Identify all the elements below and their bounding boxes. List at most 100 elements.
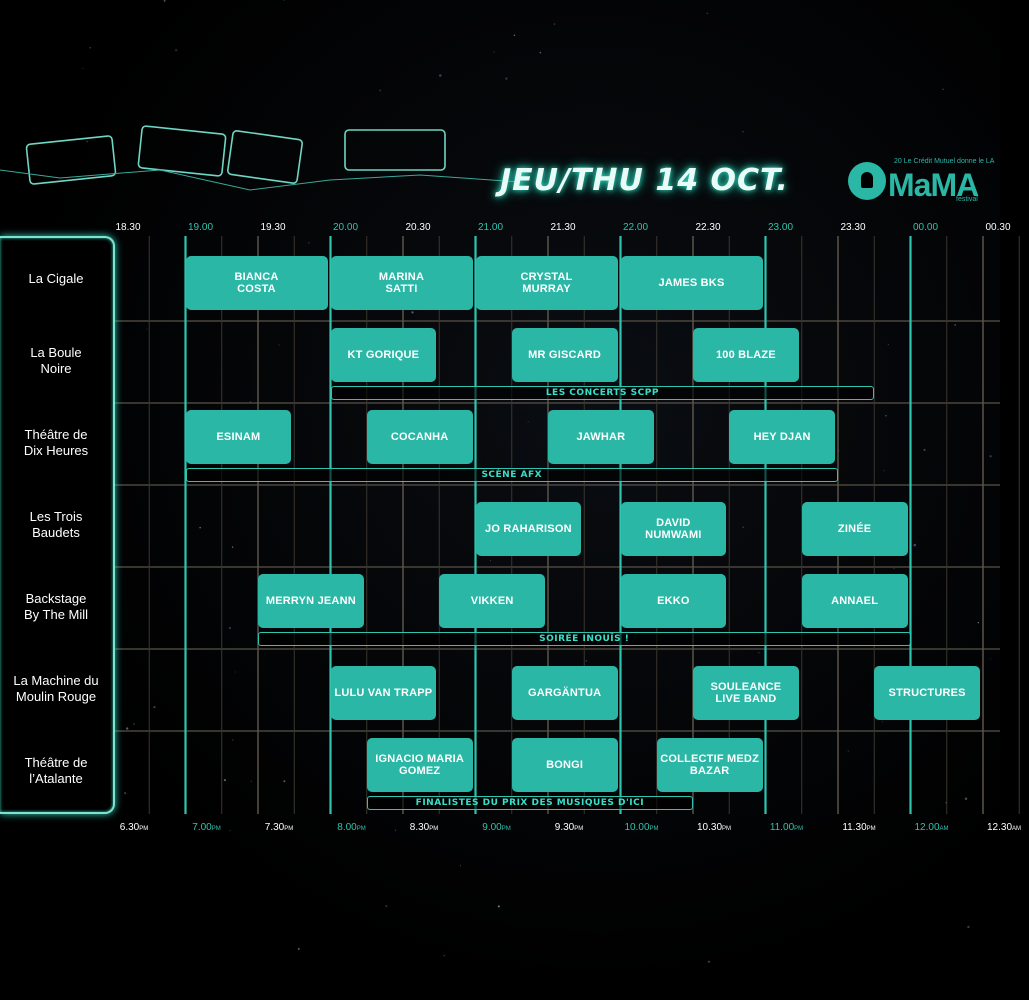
act-slot[interactable]: KT GORIQUE [330,328,437,382]
time-tick-suffix: PM [722,826,732,832]
venue-name: Théâtre de l’Atalante [24,755,88,786]
time-tick-bottom: 12.30AM [979,822,1029,835]
act-slot[interactable]: SOULEANCE LIVE BAND [693,666,799,720]
card-outline [344,129,446,171]
time-tick-label: 11.00 [769,822,795,833]
time-tick-bottom: 12.00AM [907,822,957,835]
star [847,750,850,752]
act-slot[interactable]: COCANHA [366,410,473,464]
venue-panel [0,236,115,814]
star [199,527,201,529]
star [497,905,500,908]
venue-name: Backstage By The Mill [23,591,89,622]
act-slot[interactable]: MR GISCARD [511,328,618,382]
time-tick-suffix: PM [139,826,149,832]
time-tick-bottom: 8.30PM [399,822,449,835]
time-tick-bottom: 10.00PM [617,822,667,835]
time-tick-suffix: PM [649,826,659,832]
time-tick-top: 23.00 [767,222,794,233]
act-slot[interactable]: VIKKEN [439,574,545,628]
star [585,660,588,662]
act-slot[interactable]: GARGÄNTUA [511,666,618,720]
star [887,343,889,346]
star [229,830,231,832]
time-tick-suffix: AM [939,826,949,832]
time-tick-bottom: 8.00PM [327,822,377,835]
star [954,324,956,326]
star [232,739,234,741]
act-slot[interactable]: LULU VAN TRAPP [330,666,437,720]
act-slot[interactable]: DAVID NUMWAMI [620,502,727,556]
card-outline [226,130,304,184]
time-tick-top: 19.00 [187,222,214,233]
time-tick-bottom: 9.30PM [544,822,594,835]
star [394,829,396,831]
time-tick-top: 19.30 [260,222,286,233]
star [758,652,760,654]
star [174,48,178,52]
mama-logo: 20 Le Crédit Mutuel donne le LA MaMA fes… [846,158,994,206]
act-slot[interactable]: CRYSTAL MURRAY [475,256,618,310]
act-slot[interactable]: MARINA SATTI [330,256,473,310]
time-tick-suffix: PM [501,826,511,832]
logo-wordmark: MaMA [888,167,979,203]
act-slot[interactable]: JAMES BKS [620,256,763,310]
star [977,621,980,624]
act-slot[interactable]: BIANCA COSTA [185,256,328,310]
card-outline [137,125,227,177]
time-tick-top: 23.30 [840,222,866,233]
act-slot[interactable]: HEY DJAN [729,410,835,464]
venue-name: La Boule Noire [30,345,82,376]
star [989,455,992,458]
star [527,421,529,423]
time-tick-top: 00.30 [985,222,1011,233]
act-slot[interactable]: JO RAHARISON [475,502,582,556]
star [231,546,234,548]
time-tick-suffix: PM [429,826,439,832]
act-slot[interactable]: IGNACIO MARIA GOMEZ [366,738,473,792]
time-tick-label: 10.30 [696,822,723,833]
time-tick-top: 22.30 [695,222,721,233]
star [539,51,542,54]
time-tick-suffix: PM [574,826,584,832]
star [989,658,992,660]
star [513,34,516,36]
act-slot[interactable]: MERRYN JEANN [258,574,364,628]
star [742,526,745,529]
star [967,925,970,929]
act-slot[interactable]: STRUCTURES [874,666,980,720]
deco-line [0,169,521,191]
time-tick-label: 10.00 [624,822,650,833]
logo-subtitle: festival [956,196,978,203]
act-slot[interactable]: EKKO [620,574,727,628]
star [297,947,300,950]
star [505,77,508,80]
series-banner: SCÈNE AFX [185,468,838,482]
star [489,560,491,562]
star [443,955,445,957]
star [355,229,357,231]
star [223,779,226,782]
star [86,140,88,143]
star [486,458,488,459]
act-slot[interactable]: JAWHAR [548,410,654,464]
star [126,727,129,730]
time-tick-label: 9.30 [554,822,575,833]
time-tick-label: 6.30 [119,822,140,833]
act-slot[interactable]: COLLECTIF MEDZ BAZAR [656,738,763,792]
star [385,904,388,908]
act-slot[interactable]: 100 BLAZE [693,328,799,382]
card-decoration [25,125,446,185]
time-tick-suffix: PM [284,826,294,832]
act-slot[interactable]: BONGI [511,738,618,792]
logo-tagline: 20 Le Crédit Mutuel donne le LA [894,158,995,165]
star [308,241,310,244]
act-slot[interactable]: ESINAM [185,410,292,464]
time-tick-top: 22.00 [622,222,649,233]
star [439,74,442,77]
venue-name: La Machine du Moulin Rouge [13,673,99,704]
act-slot[interactable]: ANNAEL [801,574,908,628]
star [379,89,382,92]
act-slot[interactable]: ZINÉE [801,502,908,556]
